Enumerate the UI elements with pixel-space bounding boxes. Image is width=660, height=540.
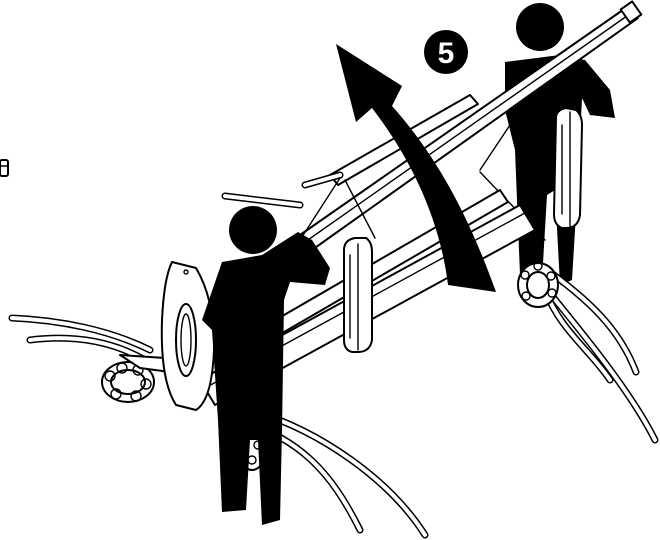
small-bracket-part [0,160,8,176]
hanging-clamp-front [344,238,372,352]
wheel-left [102,355,170,402]
step-number-badge: 5 [424,30,468,74]
wheel-right [518,262,558,307]
step-number-label: 5 [438,37,455,70]
front-person-silhouette [202,206,330,525]
left-floor-tubes [12,318,150,360]
hanging-clamp-back [554,108,582,228]
end-panel [162,262,214,410]
